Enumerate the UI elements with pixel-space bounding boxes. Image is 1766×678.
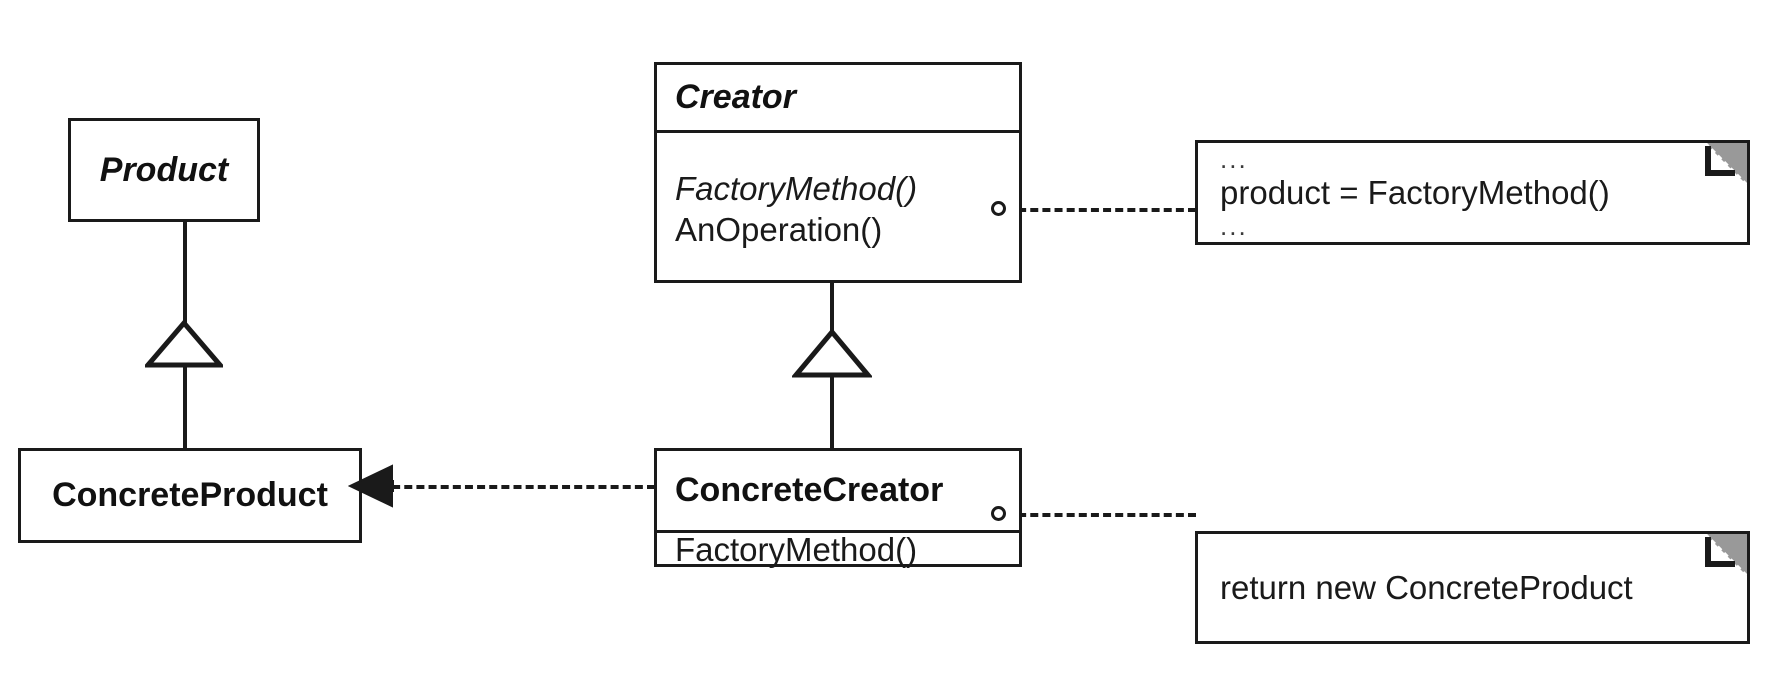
class-name-compartment-product: Product	[71, 121, 257, 219]
operations-compartment-creator: FactoryMethod() AnOperation()	[657, 130, 1019, 286]
class-name-concrete-product: ConcreteProduct	[52, 476, 328, 515]
generalization-line-product-lower	[183, 364, 187, 450]
class-name-product: Product	[99, 150, 229, 189]
note-fold-corner-icon-top	[1705, 143, 1747, 185]
operation-factory-method-concrete: FactoryMethod()	[675, 530, 918, 568]
generalization-line-creator-upper	[830, 283, 834, 333]
class-box-product[interactable]: Product	[68, 118, 260, 222]
operation-factory-method-abstract: FactoryMethod()	[675, 170, 918, 208]
note-content-concrete-creator: return new ConcreteProduct	[1198, 534, 1747, 641]
class-box-concrete-product[interactable]: ConcreteProduct	[18, 448, 362, 543]
hollow-triangle-creator	[792, 329, 872, 378]
note-fold-corner-icon-bottom	[1705, 534, 1747, 576]
class-name-compartment-concrete-creator: ConcreteCreator	[657, 451, 1019, 530]
operations-compartment-concrete-creator: FactoryMethod()	[657, 530, 1019, 568]
class-box-concrete-creator[interactable]: ConcreteCreator FactoryMethod()	[654, 448, 1022, 568]
note-line-return-new: return new ConcreteProduct	[1220, 568, 1633, 606]
dependency-line-creates	[380, 485, 655, 489]
note-link-line-creator	[1006, 208, 1196, 212]
note-line-product-assignment: product = FactoryMethod()	[1220, 173, 1610, 211]
note-box-creator[interactable]: ... product = FactoryMethod() ...	[1195, 140, 1750, 245]
generalization-line-creator-lower	[830, 375, 834, 450]
class-name-concrete-creator: ConcreteCreator	[675, 471, 944, 510]
note-anchor-socket-concrete-creator	[991, 506, 1006, 521]
generalization-line-product-upper	[183, 222, 187, 326]
class-name-compartment-concrete-product: ConcreteProduct	[21, 451, 359, 540]
note-box-concrete-creator[interactable]: return new ConcreteProduct	[1195, 531, 1750, 644]
note-anchor-socket-creator	[991, 201, 1006, 216]
operation-an-operation: AnOperation()	[675, 210, 883, 248]
note-content-creator: ... product = FactoryMethod() ...	[1198, 143, 1747, 242]
filled-arrow-head-creates	[348, 464, 394, 508]
hollow-triangle-product	[145, 320, 223, 368]
class-name-compartment-creator: Creator	[657, 65, 1019, 130]
note-line-ellipsis-bottom: ...	[1220, 211, 1248, 242]
class-box-creator[interactable]: Creator FactoryMethod() AnOperation()	[654, 62, 1022, 283]
class-name-creator: Creator	[675, 78, 796, 117]
note-line-ellipsis-top: ...	[1220, 143, 1248, 174]
note-link-line-concrete-creator	[1006, 513, 1196, 517]
